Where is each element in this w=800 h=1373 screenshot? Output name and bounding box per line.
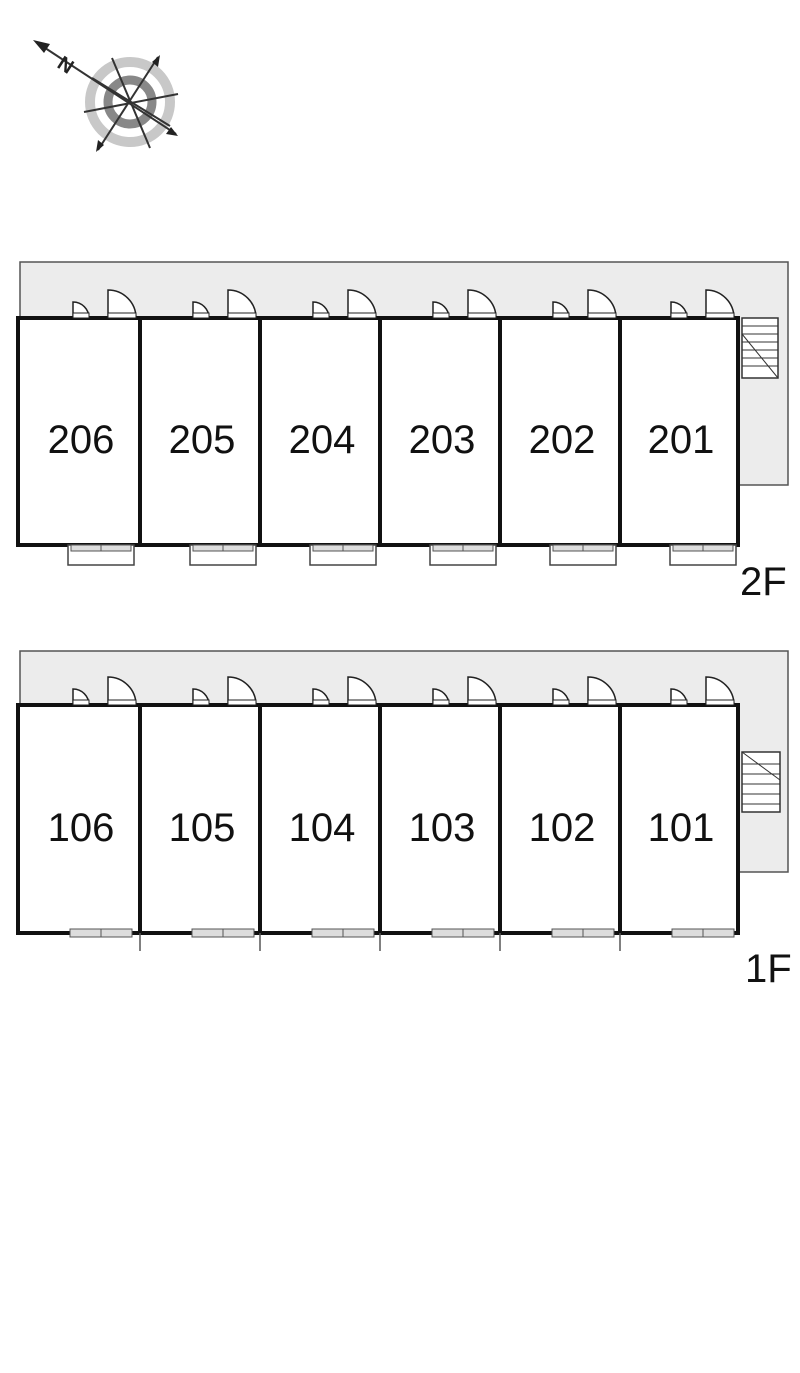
unit-202: 202 [498,289,622,566]
door-frame [587,312,617,319]
unit-201: 201 [618,289,740,566]
meter-box-frame [72,312,90,319]
meter-box-frame [312,699,330,706]
unit-103: 103 [378,676,502,951]
meter-box-frame [552,312,570,319]
unit-number: 206 [48,418,115,462]
unit-room [138,703,262,935]
compass-icon: N [33,40,179,152]
floor-label-2f: 2F [740,560,787,604]
unit-number: 102 [529,806,596,850]
unit-room [498,316,622,547]
staircase-1f [741,751,781,813]
meter-box-frame [192,699,210,706]
door-frame [587,699,617,706]
unit-204: 204 [258,289,382,566]
meter-box-frame [432,312,450,319]
unit-room [498,703,622,935]
meter-box-frame [670,699,688,706]
unit-203: 203 [378,289,502,566]
unit-number: 105 [169,806,236,850]
unit-room [138,316,262,547]
unit-102: 102 [498,676,622,951]
door-frame [467,699,497,706]
unit-number: 104 [289,806,356,850]
door-frame [227,699,257,706]
door-frame [227,312,257,319]
meter-box-frame [192,312,210,319]
door-frame [467,312,497,319]
unit-room [378,316,502,547]
unit-room [618,703,740,935]
door-frame [347,699,377,706]
door-frame [107,699,137,706]
meter-box-frame [552,699,570,706]
door-frame [347,312,377,319]
staircase-2f [741,317,779,379]
meter-box-frame [312,312,330,319]
unit-number: 205 [169,418,236,462]
unit-number: 203 [409,418,476,462]
floor-2f: 206 205 204 203 202 201 2F [16,261,789,604]
unit-number: 101 [648,806,715,850]
door-frame [107,312,137,319]
door-frame [705,312,735,319]
door-frame [705,699,735,706]
unit-number: 204 [289,418,356,462]
unit-101: 101 [618,676,740,951]
unit-number: 103 [409,806,476,850]
unit-104: 104 [258,676,382,951]
unit-206: 206 [16,289,142,566]
unit-number: 106 [48,806,115,850]
unit-106: 106 [16,676,142,938]
meter-box-frame [432,699,450,706]
unit-number: 202 [529,418,596,462]
unit-205: 205 [138,289,262,566]
unit-105: 105 [138,676,262,951]
meter-box-frame [670,312,688,319]
meter-box-frame [72,699,90,706]
floor-label-1f: 1F [745,947,792,991]
unit-room [16,703,142,935]
unit-number: 201 [648,418,715,462]
floor-1f: 106 105 104 103 102 101 1F [16,650,792,991]
